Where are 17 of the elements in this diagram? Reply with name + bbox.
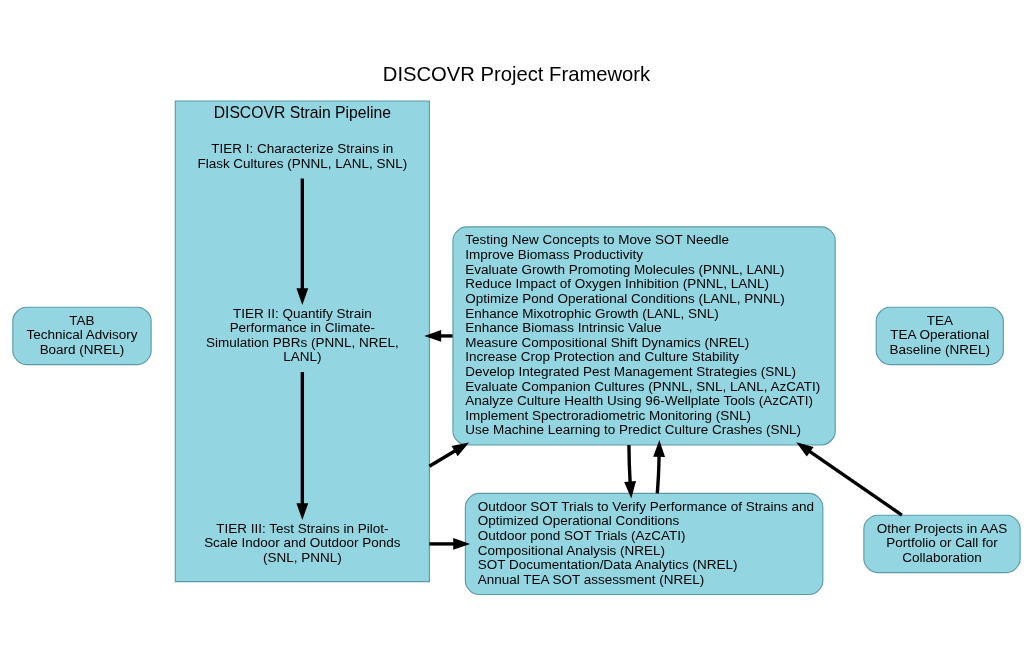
- node-text: TIER III: Test Strains in Pilot-Scale Indoor and Outdoor Ponds (SNL, PNNL): [204, 520, 401, 566]
- arrow: [296, 371, 309, 521]
- node-box: Outdoor SOT Trials to Verify Performance of Strains and Optimized Operational Conditions Outdoor pond SOT Trials (AzCATI) Compositional Analysis (NREL) SOT Documentation/Data Analytics (NREL) Annual TEA SOT assessment (NREL): [464, 492, 824, 596]
- arrow: [653, 439, 666, 494]
- node-box: Other Projects in AAS Portfolio or Call for Collaboration: [863, 514, 1021, 574]
- arrow: [624, 445, 636, 499]
- node-box: TEA TEA Operational Baseline (NREL): [875, 306, 1004, 366]
- arrow: [796, 442, 903, 517]
- arrow: [429, 538, 471, 550]
- node-box: Testing New Concepts to Move SOT Needle Improve Biomass Productivity Evaluate Growth Promoting Molecules (PNNL, LANL) Reduce Impact of Oxygen Inhibition (PNNL, LANL) Optimize Pond Operational Conditions (LANL, PNNL) Enhance Mixotrophic Growth (LANL, SNL) Enhance Biomass Intrinsic Value Measure Compositional Shift Dynamics (NREL) Increase Crop Protection and Culture Stability Develop Integrated Pest Management Strategies (SNL) Evaluate Companion Cultures (PNNL, SNL, LANL, AzCATI) Analyze Culture Health Using 96-Wellplate Tools (AzCATI) Implement Spectroradiometric Monitoring (SNL) Use Machine Learning to Predict Culture Crashes (SNL): [452, 226, 836, 446]
- node-text: TIER II: Quantify Strain Performance in Climate-Simulation PBRs (PNNL, NREL, LANL): [206, 305, 399, 365]
- arrow: [428, 442, 470, 468]
- node-text: TIER I: Characterize Strains in Flask Cultures (PNNL, LANL, SNL): [197, 141, 408, 171]
- node-box: TAB Technical Advisory Board (NREL): [12, 306, 152, 366]
- diagram-title: DISCOVR Project Framework: [382, 63, 651, 86]
- arrow: [296, 178, 309, 306]
- arrow: [424, 330, 453, 342]
